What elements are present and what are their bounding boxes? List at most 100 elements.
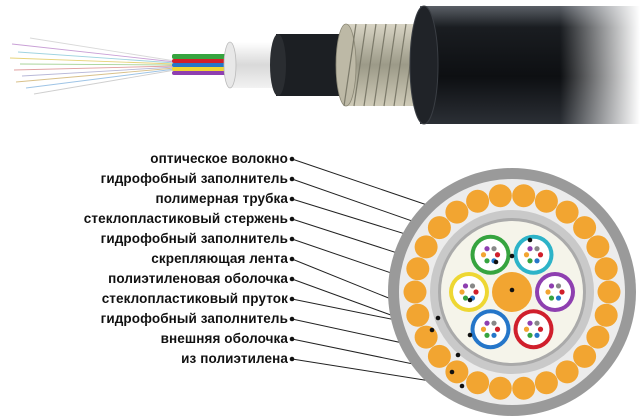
fiber bbox=[491, 332, 497, 338]
rod bbox=[534, 371, 558, 395]
buffer-tube bbox=[449, 272, 489, 312]
rod bbox=[427, 216, 451, 240]
fiber bbox=[459, 289, 465, 295]
rod bbox=[403, 280, 427, 304]
rod bbox=[594, 257, 618, 281]
cable-side-view bbox=[9, 0, 640, 130]
leader-dot-start bbox=[289, 196, 295, 202]
label-hydrophobic-filler-2: гидрофобный заполнитель bbox=[100, 231, 288, 246]
rod bbox=[445, 360, 469, 384]
leader-dot-end bbox=[527, 237, 533, 243]
fiber bbox=[534, 258, 540, 264]
leader-dot-end bbox=[435, 315, 441, 321]
fiber bbox=[494, 326, 501, 332]
rod bbox=[406, 257, 430, 281]
rod bbox=[555, 200, 579, 224]
fiber bbox=[534, 246, 540, 252]
rod bbox=[427, 344, 451, 368]
label-hydrophobic-filler-3: гидрофобный заполнитель bbox=[100, 311, 288, 326]
leader-dot-end bbox=[455, 352, 461, 358]
rod bbox=[586, 325, 610, 349]
fiber bbox=[469, 283, 476, 289]
leader-dot-end bbox=[449, 369, 455, 375]
leader-dot-start bbox=[289, 336, 295, 342]
fiber bbox=[527, 332, 533, 338]
rod bbox=[573, 216, 597, 240]
buffer-tubes bbox=[449, 234, 575, 350]
fiber bbox=[484, 332, 490, 338]
fiber bbox=[484, 246, 490, 252]
rod bbox=[466, 371, 490, 395]
leader-dot-start bbox=[289, 176, 295, 182]
rod bbox=[555, 360, 579, 384]
leader-dot-start bbox=[289, 156, 295, 162]
fiber bbox=[559, 289, 565, 295]
leader-dot-start bbox=[289, 216, 295, 222]
leader-dot-end bbox=[467, 332, 473, 338]
rod bbox=[597, 280, 621, 304]
rod bbox=[414, 325, 438, 349]
fiber bbox=[480, 326, 487, 332]
leader-dot-end bbox=[509, 287, 515, 293]
fiber bbox=[480, 252, 487, 258]
fiber bbox=[537, 252, 544, 258]
fiber bbox=[491, 320, 497, 326]
fiber bbox=[527, 320, 533, 326]
leader-dot-start bbox=[289, 276, 295, 282]
leader-dot-end bbox=[429, 327, 435, 333]
rod bbox=[488, 376, 512, 400]
label-fiberglass-rod: стеклопластиковый стержень bbox=[83, 211, 288, 226]
fiber bbox=[534, 332, 540, 338]
fiber bbox=[491, 246, 497, 252]
fiber-strands bbox=[9, 37, 176, 95]
buffer-tube bbox=[470, 309, 511, 350]
label-hydrophobic-filler-1: гидрофобный заполнитель bbox=[100, 171, 288, 186]
rod bbox=[466, 189, 490, 213]
fiber bbox=[548, 295, 555, 301]
fiber bbox=[545, 289, 551, 295]
leader-dot-end bbox=[509, 253, 515, 259]
rod bbox=[534, 189, 558, 213]
rod bbox=[406, 303, 430, 327]
fiber bbox=[523, 326, 530, 332]
fiber bbox=[527, 258, 533, 264]
leader-dot-start bbox=[289, 356, 295, 362]
rod bbox=[445, 200, 469, 224]
leader-dot-start bbox=[289, 316, 295, 322]
leader-dot-start bbox=[289, 236, 295, 242]
label-fiberglass-bar: стеклопластиковый пруток bbox=[101, 291, 288, 306]
leader-dot-end bbox=[467, 297, 473, 303]
fiber bbox=[484, 258, 490, 264]
leader-dot-end bbox=[493, 259, 499, 265]
rod bbox=[512, 184, 536, 208]
leader-dot-end bbox=[459, 383, 465, 389]
fiber bbox=[462, 283, 469, 289]
label-polymer-tube: полимерная трубка bbox=[155, 191, 288, 206]
buffer-tube bbox=[535, 272, 575, 312]
rod bbox=[594, 303, 618, 327]
rod bbox=[488, 184, 512, 208]
fiber bbox=[555, 283, 562, 289]
fiber bbox=[548, 283, 555, 289]
fiber bbox=[523, 252, 530, 258]
fiber bbox=[473, 289, 479, 295]
colored-tubes bbox=[172, 54, 232, 75]
fiber bbox=[484, 320, 490, 326]
buffer-tube bbox=[470, 234, 511, 275]
buffer-tube bbox=[513, 309, 554, 350]
leader-dot-start bbox=[289, 256, 295, 262]
fiber bbox=[537, 326, 544, 332]
rod bbox=[512, 376, 536, 400]
label-outer-sheath-line2: из полиэтилена bbox=[181, 351, 288, 366]
fiber bbox=[555, 295, 562, 301]
fiber bbox=[527, 246, 533, 252]
label-optical-fiber: оптическое волокно bbox=[150, 151, 288, 166]
fiber bbox=[494, 252, 501, 258]
label-outer-sheath: внешняя оболочка bbox=[160, 331, 288, 346]
rod-ring bbox=[403, 184, 621, 400]
rod bbox=[586, 235, 610, 259]
leader-dot-start bbox=[289, 296, 295, 302]
fiber bbox=[462, 295, 469, 301]
